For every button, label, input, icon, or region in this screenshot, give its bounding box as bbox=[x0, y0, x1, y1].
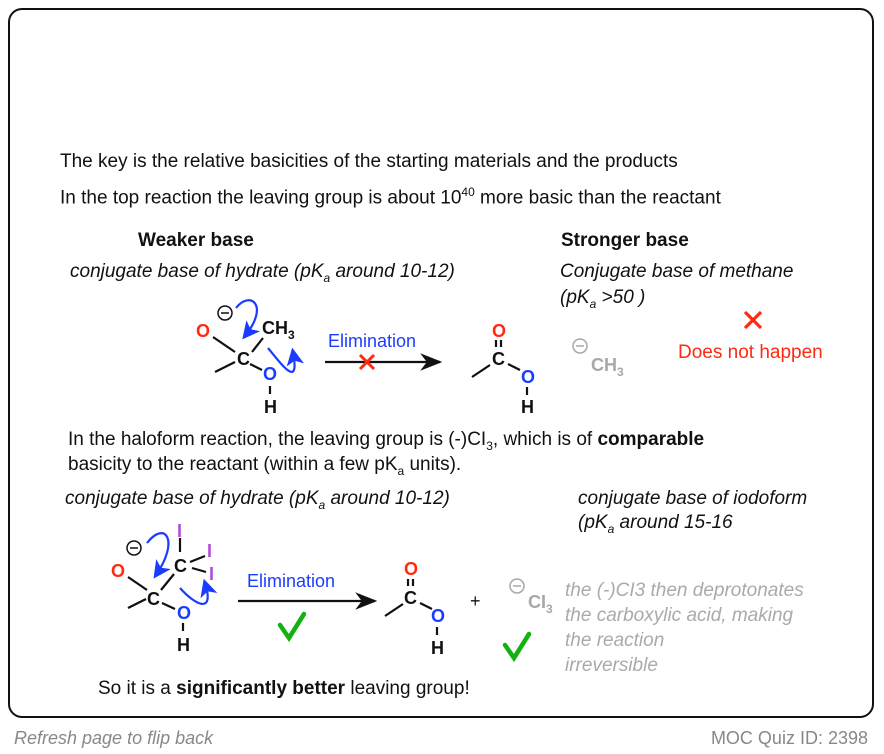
note-line: irreversible bbox=[565, 655, 658, 676]
does-not-happen-label: Does not happen bbox=[678, 342, 823, 363]
checkmark-icon bbox=[502, 631, 532, 663]
text: conjugate base of hydrate (pK bbox=[70, 261, 324, 282]
text: units). bbox=[404, 454, 462, 475]
text: basicity to the reactant (within a few p… bbox=[68, 454, 398, 475]
text: around 15-16 bbox=[614, 512, 733, 533]
bottom-product bbox=[384, 579, 439, 635]
methyl-anion: CH3 bbox=[591, 355, 624, 379]
curved-arrow-icon bbox=[267, 347, 305, 374]
text: conjugate base of hydrate (pK bbox=[65, 488, 319, 509]
atom-hydrogen: H bbox=[264, 397, 277, 417]
intro-line-1: The key is the relative basicities of th… bbox=[60, 151, 678, 173]
atom-iodine: I bbox=[209, 564, 214, 584]
quiz-id: MOC Quiz ID: 2398 bbox=[710, 728, 868, 748]
text: The key is the relative basicities of th… bbox=[60, 151, 678, 172]
subscript: a bbox=[589, 296, 597, 311]
text: (pK bbox=[560, 287, 590, 308]
checkmark-icon bbox=[277, 611, 307, 643]
bond bbox=[249, 363, 263, 371]
weaker-base-desc: conjugate base of hydrate (pKa around 10… bbox=[70, 261, 455, 289]
note-line: the (-)CI3 then deprotonates bbox=[565, 580, 804, 601]
atom-oxygen: O bbox=[492, 321, 506, 341]
atom-oxygen: O bbox=[521, 367, 535, 387]
top-reactant bbox=[212, 336, 272, 394]
atom-oxygen: O bbox=[177, 603, 191, 623]
text: around 10-12) bbox=[325, 488, 450, 509]
atom-carbon: C bbox=[237, 349, 250, 369]
atom-iodine: I bbox=[177, 521, 182, 541]
atom-hydrogen: H bbox=[521, 397, 534, 417]
iodoform-desc-1: conjugate base of iodoform bbox=[578, 488, 808, 509]
text: , which is of bbox=[492, 429, 598, 450]
elimination-label: Elimination bbox=[247, 571, 335, 591]
bond bbox=[251, 337, 264, 353]
bond bbox=[214, 361, 236, 373]
emphasis: comparable bbox=[597, 429, 705, 450]
note-line: the carboxylic acid, making bbox=[565, 605, 794, 626]
methyl-group: CH3 bbox=[262, 318, 295, 342]
bond bbox=[212, 336, 236, 353]
negative-charge-icon bbox=[217, 305, 233, 321]
atom-oxygen: O bbox=[431, 606, 445, 626]
atom-oxygen: O bbox=[263, 364, 277, 384]
text: In the top reaction the leaving group is… bbox=[60, 187, 462, 209]
atom-carbon: C bbox=[174, 556, 187, 576]
haloform-line-2: basicity to the reactant (within a few p… bbox=[68, 454, 461, 482]
conclusion: So it is a significantly better leaving … bbox=[98, 678, 470, 700]
top-product bbox=[471, 340, 529, 395]
curved-arrow-icon bbox=[179, 578, 218, 605]
bottom-reactant bbox=[127, 538, 207, 631]
subscript: a bbox=[323, 270, 331, 285]
negative-charge-icon bbox=[509, 578, 525, 594]
atom-carbon: C bbox=[404, 588, 417, 608]
note-line: the reaction bbox=[565, 630, 665, 651]
exponent: 40 bbox=[461, 185, 475, 199]
atom-oxygen: O bbox=[196, 321, 210, 341]
atom-iodine: I bbox=[207, 541, 212, 561]
atom-hydrogen: H bbox=[431, 638, 444, 658]
text: In the haloform reaction, the leaving gr… bbox=[68, 429, 487, 450]
subscript: a bbox=[607, 521, 615, 536]
subscript: 3 bbox=[486, 438, 493, 453]
atom-oxygen: O bbox=[404, 559, 418, 579]
text: more basic than the reactant bbox=[474, 187, 721, 209]
atom-hydrogen: H bbox=[177, 635, 190, 655]
stronger-base-heading: Stronger base bbox=[561, 230, 689, 251]
atom-oxygen: O bbox=[111, 561, 125, 581]
stronger-base-desc-1: Conjugate base of methane bbox=[560, 261, 794, 282]
negative-charge-icon bbox=[572, 338, 588, 354]
text: (pK bbox=[578, 512, 608, 533]
negative-charge-icon bbox=[126, 540, 142, 556]
text: leaving group! bbox=[345, 678, 470, 699]
elimination-label: Elimination bbox=[328, 331, 416, 351]
text: >50 ) bbox=[596, 287, 646, 308]
plus-sign: + bbox=[470, 591, 481, 611]
curved-arrow-icon bbox=[146, 532, 171, 579]
iodoform-desc-2: (pKa around 15-16 bbox=[578, 512, 733, 540]
haloform-line-1: In the haloform reaction, the leaving gr… bbox=[68, 429, 704, 457]
atom-carbon: C bbox=[492, 349, 505, 369]
subscript: a bbox=[397, 463, 405, 478]
quiz-card[interactable] bbox=[8, 8, 874, 718]
weaker-base-heading: Weaker base bbox=[138, 230, 254, 251]
curved-arrow-icon bbox=[235, 299, 261, 340]
emphasis: significantly better bbox=[176, 678, 346, 699]
atom-carbon: C bbox=[147, 589, 160, 609]
text: So it is a bbox=[98, 678, 177, 699]
cross-icon bbox=[743, 310, 763, 330]
triiodomethyl-anion: CI3 bbox=[528, 592, 553, 616]
subscript: a bbox=[318, 497, 326, 512]
refresh-hint: Refresh page to flip back bbox=[14, 728, 214, 748]
intro-line-2: In the top reaction the leaving group is… bbox=[60, 181, 721, 209]
text: around 10-12) bbox=[330, 261, 455, 282]
cross-icon bbox=[358, 353, 376, 371]
hydrate-desc: conjugate base of hydrate (pKa around 10… bbox=[65, 488, 450, 516]
stronger-base-desc-2: (pKa >50 ) bbox=[560, 287, 645, 315]
